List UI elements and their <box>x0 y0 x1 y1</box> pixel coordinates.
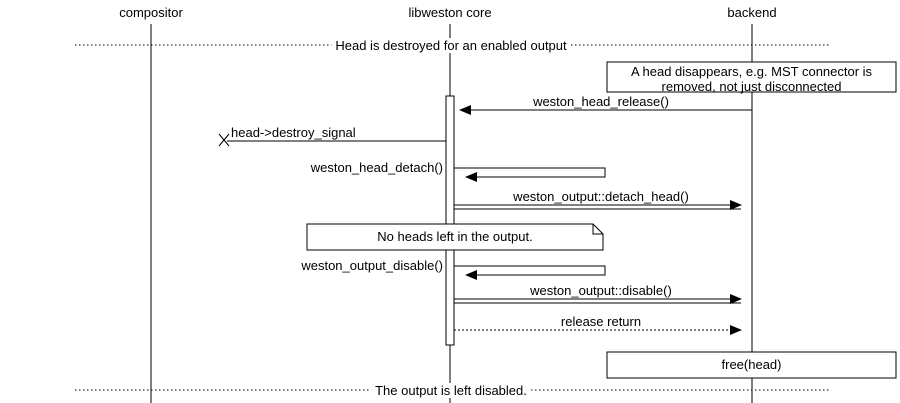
message-label-weston-output-disable-call: weston_output_disable() <box>301 258 443 273</box>
message-label-release-return: release return <box>560 314 642 329</box>
note-box <box>606 61 897 93</box>
message-weston-head-detach <box>454 167 606 182</box>
separator-label-bottom: The output is left disabled. <box>371 383 531 398</box>
participant-label-compositor[interactable]: compositor <box>119 5 183 20</box>
self-message-path <box>454 265 606 280</box>
note-box <box>606 351 897 379</box>
participant-label-libweston-core[interactable]: libweston core <box>408 5 492 20</box>
message-weston-output-disable <box>454 294 742 304</box>
note-line: free(head) <box>721 357 782 372</box>
message-label-weston-output-detach-head: weston_output::detach_head() <box>513 189 689 204</box>
note-free-head-note <box>606 351 897 379</box>
cross-terminator-icon <box>218 133 230 147</box>
note-text-mst-note: A head disappears, e.g. MST connector is… <box>607 64 896 94</box>
note-line: A head disappears, e.g. MST connector is <box>630 64 873 79</box>
note-box-folded <box>306 223 604 251</box>
message-weston-output-disable-call <box>454 265 606 280</box>
message-weston-output-detach-head <box>454 200 742 210</box>
note-text-no-heads-note: No heads left in the output. <box>307 229 603 244</box>
message-head-destroy-signal <box>218 133 446 147</box>
message-label-weston-output-disable: weston_output::disable() <box>530 283 672 298</box>
self-message-path <box>454 167 606 182</box>
message-label-weston-head-detach: weston_head_detach() <box>310 160 443 175</box>
activation-bar-libweston-core <box>445 95 455 346</box>
note-fold-corner-icon <box>592 224 603 235</box>
note-mst-note <box>606 61 897 93</box>
message-label-head-destroy-signal: head->destroy_signal <box>231 125 356 140</box>
activation-bars <box>445 95 455 346</box>
note-text-free-head-note: free(head) <box>607 357 896 372</box>
separator-label-top: Head is destroyed for an enabled output <box>331 38 571 53</box>
note-no-heads-note <box>306 223 604 251</box>
participant-label-backend[interactable]: backend <box>727 5 777 20</box>
note-line: removed, not just disconnected <box>661 79 842 94</box>
note-line: No heads left in the output. <box>377 229 533 244</box>
message-label-weston-head-release: weston_head_release() <box>533 94 669 109</box>
